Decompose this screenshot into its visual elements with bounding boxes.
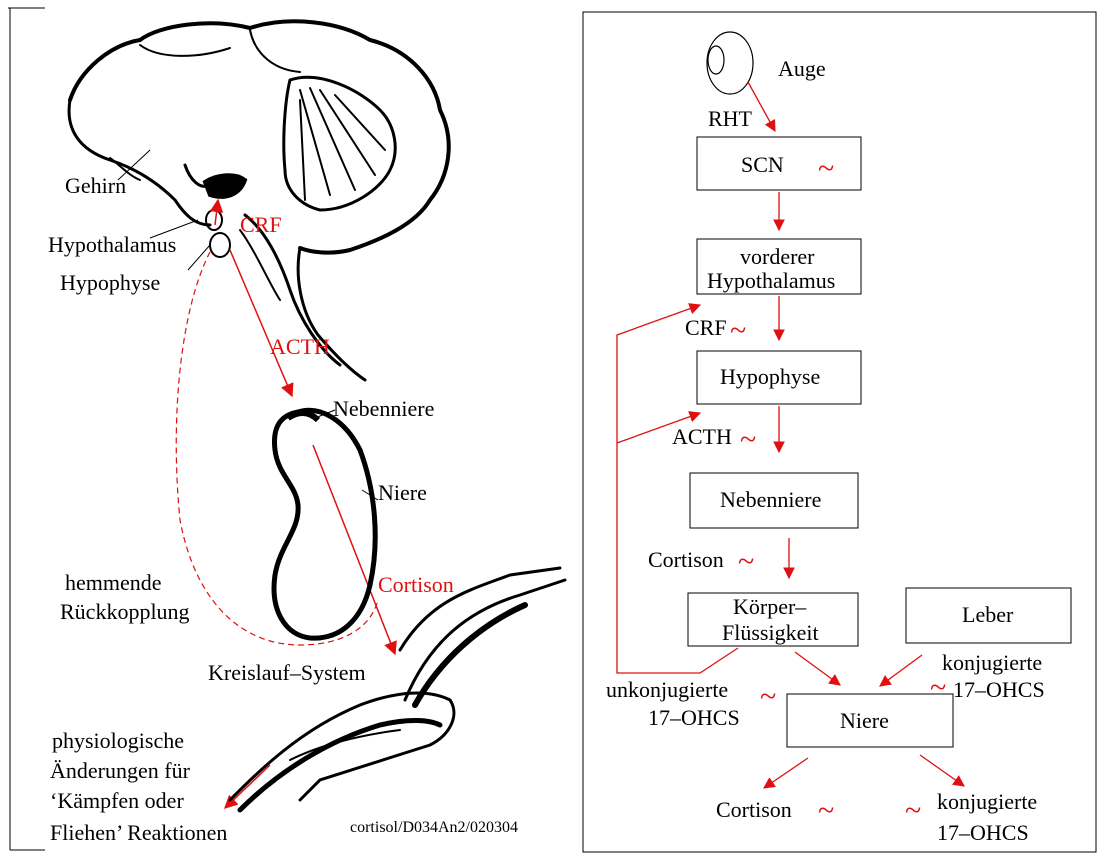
label-acth: ACTH: [270, 334, 330, 359]
label-credit: cortisol/D034An2/020304: [350, 819, 518, 836]
label-kreislauf: Kreislauf–System: [208, 660, 366, 685]
label-hypophyse: Hypophyse: [60, 270, 160, 295]
label-unkonj-2: 17–OHCS: [648, 705, 740, 730]
label-vorderer: vorderer: [740, 244, 815, 269]
label-nebenniere-r: Nebenniere: [720, 487, 821, 512]
tilde-unkonj: ~: [760, 680, 776, 713]
label-phys-1: physiologische: [52, 728, 184, 753]
label-hypothalamus: Hypothalamus: [48, 232, 176, 257]
label-phys-3: ‘Kämpfen oder: [50, 788, 184, 813]
tilde-scn: ~: [818, 152, 834, 185]
label-koerper-1: Körper–: [733, 594, 807, 619]
tilde-acth: ~: [740, 423, 756, 456]
label-phys-4: Fliehen’ Reaktionen: [50, 820, 227, 845]
label-niere: Niere: [378, 480, 427, 505]
tilde-konj: ~: [930, 671, 946, 704]
label-nebenniere: Nebenniere: [333, 396, 434, 421]
tilde-crf: ~: [730, 314, 746, 347]
label-niere-r: Niere: [840, 708, 889, 733]
left-panel: Gehirn Hypothalamus Hypophyse CRF ACTH N…: [8, 8, 565, 850]
label-phys-2: Änderungen für: [50, 758, 191, 783]
label-out-cortison: Cortison: [716, 797, 792, 822]
label-hypothalamus-r: Hypothalamus: [707, 268, 835, 293]
label-rht: RHT: [708, 106, 753, 131]
eye-icon: [707, 32, 753, 94]
label-leber: Leber: [962, 602, 1014, 627]
tilde-out-cortison: ~: [818, 794, 834, 827]
label-unkonj-1: unkonjugierte: [606, 677, 728, 702]
tilde-cortison: ~: [738, 545, 754, 578]
label-konj-2: 17–OHCS: [953, 677, 1045, 702]
kidney-drawing: [274, 410, 378, 638]
label-gehirn: Gehirn: [65, 173, 126, 198]
label-hypophyse-r: Hypophyse: [720, 364, 820, 389]
label-out-konj-2: 17–OHCS: [937, 820, 1029, 845]
label-crf-r: CRF: [685, 315, 727, 340]
label-cortison: Cortison: [378, 572, 454, 597]
tilde-out-konj: ~: [905, 794, 921, 827]
label-koerper-2: Flüssigkeit: [722, 620, 819, 645]
right-panel: Auge RHT SCN ~ vorderer Hypothalamus CRF…: [583, 12, 1096, 852]
label-rueckkopplung: Rückkopplung: [60, 599, 190, 624]
label-auge: Auge: [778, 56, 826, 81]
hypothalamus-drawing: [205, 175, 245, 257]
label-hemmende: hemmende: [65, 570, 162, 595]
label-cortison-r: Cortison: [648, 547, 724, 572]
vessel-drawing: [230, 568, 565, 810]
label-konj-1: konjugierte: [942, 650, 1042, 675]
label-crf: CRF: [240, 212, 282, 237]
label-scn: SCN: [741, 152, 784, 177]
brain-drawing: [69, 21, 449, 380]
label-acth-r: ACTH: [672, 424, 732, 449]
label-out-konj-1: konjugierte: [937, 789, 1037, 814]
